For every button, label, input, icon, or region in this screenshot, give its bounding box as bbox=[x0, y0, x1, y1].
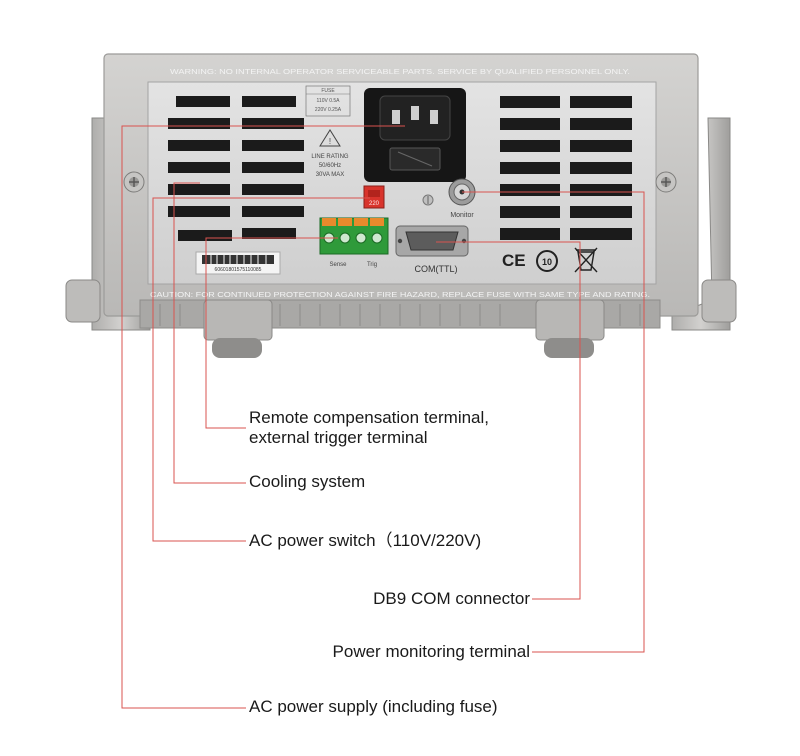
terminal-label-left: Sense bbox=[329, 262, 347, 268]
right-handle bbox=[671, 117, 737, 331]
fuse-table-header: FUSE bbox=[321, 88, 335, 94]
svg-text:10: 10 bbox=[542, 257, 552, 267]
db9-connector[interactable] bbox=[395, 225, 469, 257]
leader-lines bbox=[121, 125, 645, 709]
fuse-row-1: 110V 0.5A bbox=[317, 98, 341, 104]
terminal-label-right: Trig bbox=[367, 262, 377, 268]
right-vents bbox=[500, 96, 632, 240]
warning-triangle-icon: ! bbox=[319, 129, 341, 147]
barcode-text: 60601801575110085 bbox=[215, 267, 262, 273]
ground-screw-icon bbox=[422, 194, 434, 206]
fuse-row-2: 220V 0.25A bbox=[315, 107, 342, 113]
warning-text: WARNING: NO INTERNAL OPERATOR SERVICEABL… bbox=[170, 67, 630, 76]
callout-ac-switch: AC power switch（110V/220V) bbox=[249, 531, 482, 550]
rohs-icon: 10 bbox=[536, 250, 558, 272]
base-ribs bbox=[159, 304, 641, 326]
callout-cooling: Cooling system bbox=[249, 472, 366, 491]
caution-text: CAUTION: FOR CONTINUED PROTECTION AGAINS… bbox=[150, 290, 650, 299]
callout-ac-supply: AC power supply (including fuse) bbox=[249, 697, 498, 716]
leader-monitor bbox=[462, 191, 645, 653]
svg-text:!: ! bbox=[329, 137, 331, 146]
callout-remote-line-2: external trigger terminal bbox=[249, 428, 428, 447]
remote-terminal-block[interactable] bbox=[319, 217, 389, 255]
ac-inlet bbox=[364, 88, 466, 182]
leader-db9 bbox=[436, 241, 581, 600]
voltage-selector-switch[interactable]: 220 bbox=[363, 185, 385, 209]
leader-cooling bbox=[173, 182, 246, 484]
leader-ac-supply bbox=[121, 125, 405, 709]
line-rating-power: 30VA MAX bbox=[316, 172, 345, 178]
voltage-switch-label: 220 bbox=[369, 201, 380, 207]
callout-remote-line-1: Remote compensation terminal, bbox=[249, 408, 490, 427]
monitor-label: Monitor bbox=[450, 212, 474, 219]
callout-remote-terminal: Remote compensation terminal, external t… bbox=[249, 408, 489, 448]
leader-ac-switch bbox=[152, 197, 370, 542]
callout-db9: DB9 COM connector bbox=[373, 589, 530, 608]
feet bbox=[203, 299, 605, 358]
left-vents bbox=[168, 96, 304, 241]
line-rating-title: LINE RATING bbox=[311, 154, 349, 160]
com-label: COM(TTL) bbox=[415, 264, 458, 274]
screw-icon bbox=[123, 171, 677, 193]
line-rating-frequency: 50/60Hz bbox=[319, 163, 341, 169]
barcode-label: 60601801575110085 bbox=[195, 251, 281, 275]
fuse-spec-table: FUSE 110V 0.5A 220V 0.25A bbox=[305, 85, 351, 117]
callout-monitor: Power monitoring terminal bbox=[332, 642, 530, 661]
ce-mark: CE bbox=[502, 251, 526, 270]
leader-remote-terminal bbox=[205, 237, 338, 429]
